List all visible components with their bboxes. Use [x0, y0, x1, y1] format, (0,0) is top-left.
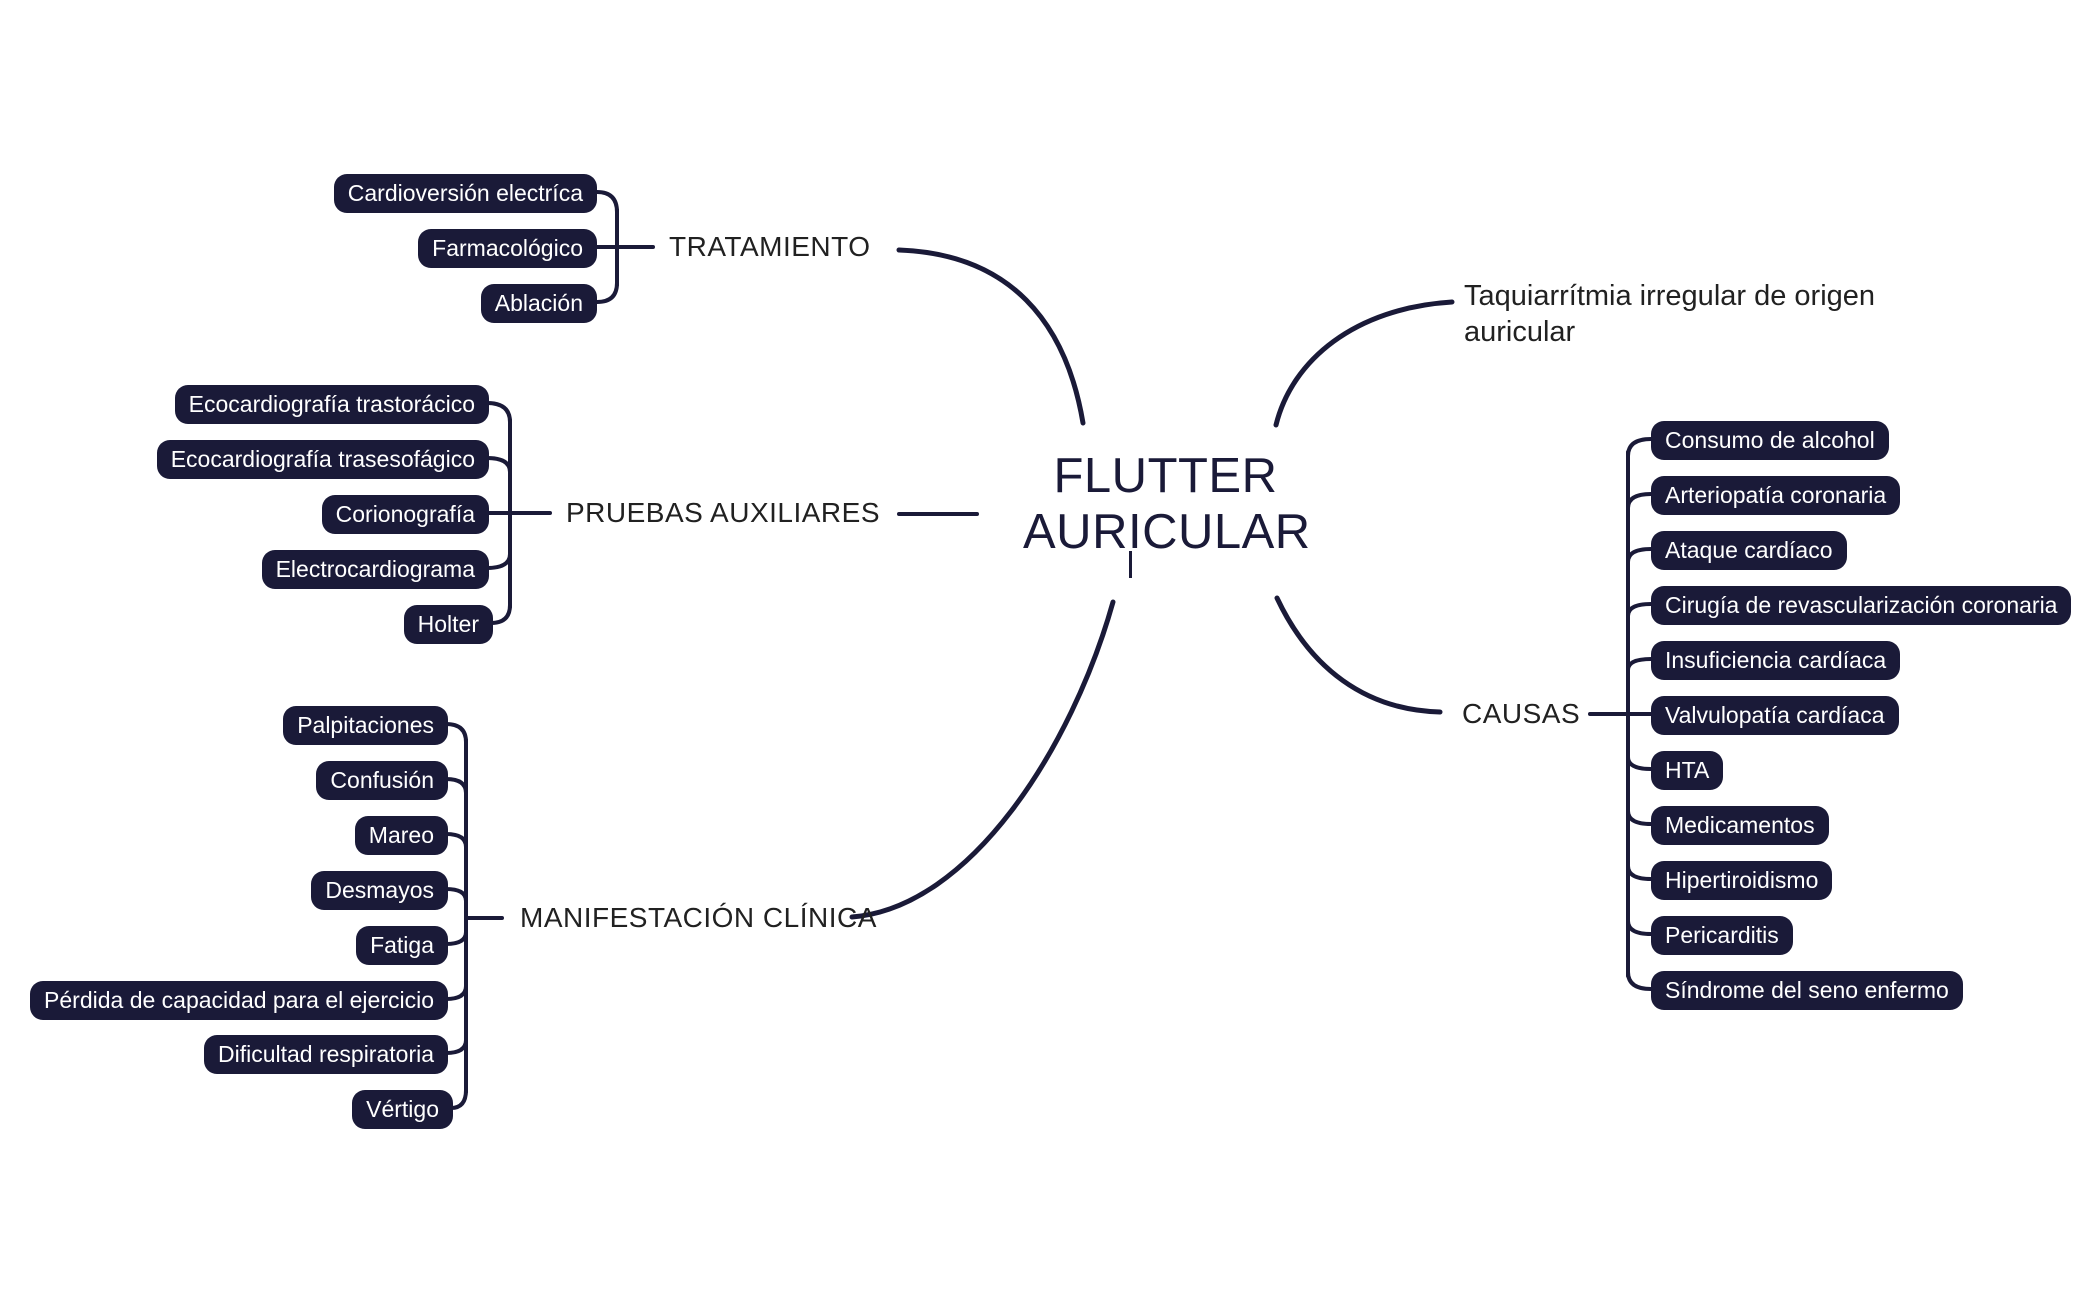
mindmap-node[interactable]: Hipertiroidismo	[1651, 861, 1833, 900]
connector-causas-hook-3	[1626, 602, 1653, 618]
connector-manifestacion-hook-7	[449, 1088, 468, 1110]
floating-topic-definition[interactable]: Taquiarrítmia irregular de origen auricu…	[1464, 280, 1876, 348]
mindmap-node[interactable]: Dificultad respiratoria	[203, 1035, 448, 1074]
branch-label-pruebas-auxiliares[interactable]: PRUEBAS AUXILIARES	[566, 497, 881, 528]
connector-manifestacion-hook-3	[444, 887, 468, 903]
connector-pruebas-hook-0	[485, 401, 512, 424]
connector-causas-hook-9	[1626, 919, 1653, 936]
mindmap-node[interactable]: Ablación	[480, 284, 597, 323]
connector-pruebas-hook-4	[489, 603, 512, 625]
connector-tratamiento-hook-0	[595, 190, 619, 214]
mindmap-node[interactable]: Cirugía de revascularización coronaria	[1651, 586, 2072, 625]
connector-pruebas-hook-1	[485, 456, 512, 474]
mindmap-node[interactable]: Síndrome del seno enfermo	[1651, 971, 1963, 1010]
connector-tratamiento-hook-2	[595, 281, 619, 304]
connector-causas-hook-8	[1626, 864, 1653, 881]
mindmap-node[interactable]: Corionografía	[321, 495, 489, 534]
mindmap-node[interactable]: Holter	[403, 605, 493, 644]
mindmap-node[interactable]: Desmayos	[311, 871, 448, 910]
mindmap-node[interactable]: Insuficiencia cardíaca	[1651, 641, 1901, 680]
mindmap-node[interactable]: Farmacológico	[418, 229, 597, 268]
mindmap-node[interactable]: Vértigo	[352, 1090, 453, 1129]
connector-causas-hook-2	[1626, 547, 1653, 564]
mindmap-node[interactable]: Electrocardiograma	[261, 550, 489, 589]
connector-center-to-causas	[1274, 595, 1443, 715]
central-topic-line1: FLUTTER	[1053, 449, 1278, 503]
mindmap-node[interactable]: Ecocardiografía trastorácico	[174, 385, 489, 424]
mindmap-node[interactable]: Arteriopatía coronaria	[1651, 476, 1901, 515]
mindmap-node[interactable]: Valvulopatía cardíaca	[1651, 696, 1899, 735]
connector-pruebas-hook-3	[485, 552, 512, 570]
mindmap-node[interactable]: Palpitaciones	[283, 706, 448, 745]
mindmap-node[interactable]: Pericarditis	[1651, 916, 1793, 955]
connector-causas-hook-6	[1626, 755, 1653, 771]
central-topic[interactable]: FLUTTER AURICULAR	[1023, 448, 1311, 560]
mindmap-node[interactable]: Consumo de alcohol	[1651, 421, 1889, 460]
connector-manifestacion-hook-1	[444, 777, 468, 795]
branch-label-manifestacion-clinica[interactable]: MANIFESTACIÓN CLÍNICA	[520, 902, 877, 933]
mindmap-node[interactable]: Ataque cardíaco	[1651, 531, 1847, 570]
connector-manifestacion-to-center	[849, 599, 1116, 920]
mindmap-node[interactable]: Fatiga	[356, 926, 448, 965]
connector-causas-hook-10	[1626, 970, 1653, 991]
connector-manifestacion-hook-0	[444, 722, 468, 744]
branch-label-causas[interactable]: CAUSAS	[1462, 698, 1581, 729]
connector-center-to-floating	[1273, 299, 1455, 428]
connector-manifestacion-hook-4	[444, 930, 468, 946]
mindmap-node[interactable]: HTA	[1651, 751, 1724, 790]
mindmap-node[interactable]: Mareo	[354, 816, 448, 855]
connector-manifestacion-hook-5	[444, 984, 468, 1001]
central-topic-line2: AURICULAR	[1023, 505, 1311, 559]
connector-manifestacion-hook-2	[444, 832, 468, 849]
connector-tratamiento-to-center	[896, 247, 1086, 426]
mindmap-node[interactable]: Pérdida de capacidad para el ejercicio	[30, 981, 448, 1020]
connector-causas-hook-0	[1626, 437, 1653, 458]
connector-causas-hook-1	[1626, 492, 1653, 510]
branch-label-tratamiento[interactable]: TRATAMIENTO	[669, 231, 871, 262]
mindmap-node[interactable]: Cardioversión electríca	[333, 174, 597, 213]
connector-manifestacion-hook-6	[444, 1038, 468, 1055]
mindmap-node[interactable]: Medicamentos	[1651, 806, 1829, 845]
connector-causas-hook-7	[1626, 809, 1653, 826]
text-cursor	[1129, 551, 1132, 578]
connector-causas-hook-4	[1626, 657, 1653, 672]
mindmap-node[interactable]: Confusión	[316, 761, 448, 800]
mindmap-node[interactable]: Ecocardiografía trasesofágico	[156, 440, 489, 479]
